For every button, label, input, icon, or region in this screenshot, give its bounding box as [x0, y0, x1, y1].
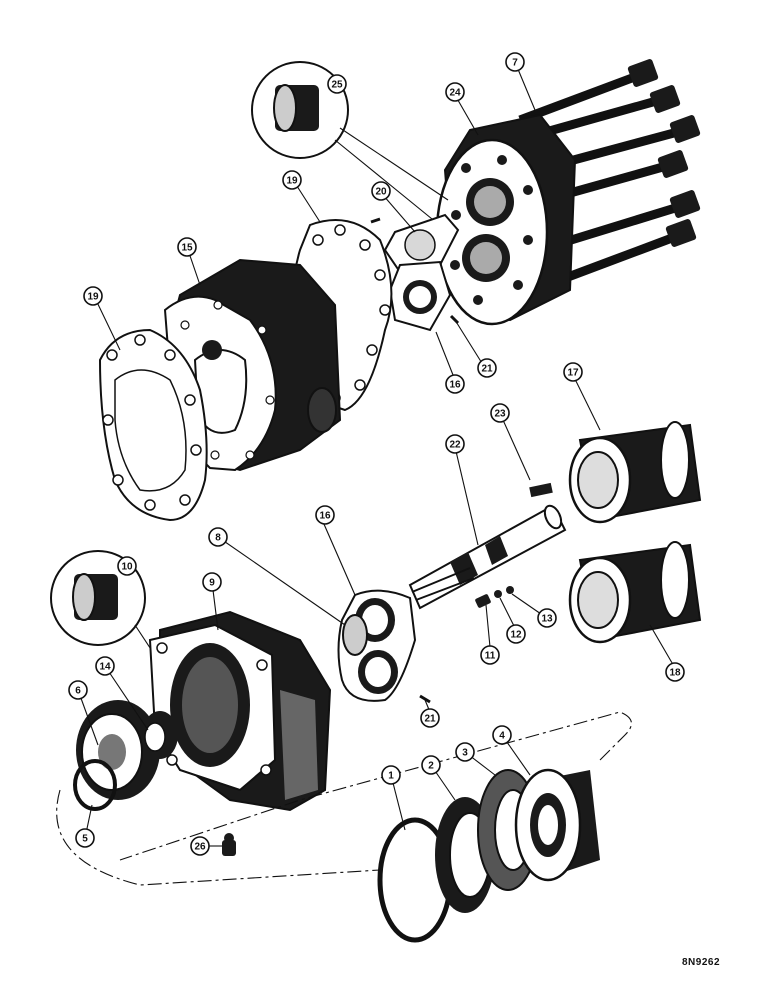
callout-7: 7: [505, 52, 525, 72]
callout-20: 20: [371, 181, 391, 201]
callout-12: 12: [506, 624, 526, 644]
svg-text:10: 10: [121, 562, 133, 573]
callout-17: 17: [563, 362, 583, 382]
callout-24: 24: [445, 82, 465, 102]
svg-text:2: 2: [428, 761, 434, 772]
callout-2: 2: [421, 755, 441, 775]
center-housing-15: [163, 258, 342, 472]
ring-5: [73, 759, 117, 811]
svg-text:14: 14: [99, 662, 111, 673]
svg-text:23: 23: [494, 409, 506, 420]
drawing-number: 8N9262: [682, 957, 721, 968]
svg-text:21: 21: [481, 364, 493, 375]
svg-text:20: 20: [375, 187, 387, 198]
svg-text:9: 9: [209, 578, 215, 589]
callout-8: 8: [208, 527, 228, 547]
bearing-10-inset: [50, 550, 159, 661]
assembly-group-line: [56, 711, 632, 886]
svg-text:19: 19: [87, 292, 99, 303]
wear-plate-16-upper: [388, 260, 460, 332]
bearing-25-inset: [251, 61, 449, 233]
svg-text:26: 26: [194, 842, 206, 853]
pins-11-12-13: [475, 586, 514, 608]
callout-5: 5: [75, 828, 95, 848]
seal-6: [76, 700, 160, 800]
svg-text:18: 18: [669, 668, 681, 679]
wear-plate-16-lower: [337, 589, 431, 704]
svg-text:21: 21: [424, 714, 436, 725]
callout-23: 23: [490, 403, 510, 423]
callout-25: 25: [327, 74, 347, 94]
spacer-14: [142, 711, 178, 759]
svg-text:13: 13: [541, 614, 553, 625]
callout-11: 11: [480, 645, 500, 665]
svg-text:4: 4: [499, 731, 505, 742]
svg-text:15: 15: [181, 243, 193, 254]
bolts-7: [518, 59, 701, 285]
callout-4: 4: [492, 725, 512, 745]
callout-15: 15: [177, 237, 197, 257]
shaft-22: [408, 504, 567, 610]
key-23: [502, 419, 553, 498]
gear-18: [568, 541, 702, 644]
callout-1: 1: [381, 765, 401, 785]
svg-text:22: 22: [449, 440, 461, 451]
wear-plate-20: [370, 213, 460, 277]
svg-text:19: 19: [286, 176, 298, 187]
svg-text:11: 11: [485, 651, 496, 662]
gasket-19-left: [98, 328, 208, 522]
rear-cover-24: [435, 113, 577, 326]
svg-text:1: 1: [388, 771, 394, 782]
svg-text:24: 24: [449, 88, 461, 99]
callout-22: 22: [445, 434, 465, 454]
svg-text:16: 16: [449, 380, 461, 391]
svg-text:17: 17: [567, 368, 579, 379]
callout-16-upper: 16: [445, 374, 465, 394]
callout-18: 18: [665, 662, 685, 682]
svg-text:7: 7: [512, 58, 518, 69]
callout-14: 14: [95, 656, 115, 676]
svg-text:16: 16: [319, 511, 331, 522]
svg-text:5: 5: [82, 834, 88, 845]
gear-17: [568, 421, 702, 524]
callout-21-upper: 21: [477, 358, 497, 378]
bearing-4: [514, 768, 600, 882]
svg-text:25: 25: [331, 80, 343, 91]
callout-21-lower: 21: [420, 708, 440, 728]
callout-6: 6: [68, 680, 88, 700]
fitting-26: [222, 833, 236, 856]
svg-text:6: 6: [75, 686, 81, 697]
callout-3: 3: [455, 742, 475, 762]
callout-10: 10: [117, 556, 137, 576]
svg-text:3: 3: [462, 748, 468, 759]
callout-19-left: 19: [83, 286, 103, 306]
front-housing-9: [148, 610, 332, 812]
callout-16-lower: 16: [315, 505, 335, 525]
callout-13: 13: [537, 608, 557, 628]
callout-26: 26: [190, 836, 210, 856]
svg-text:12: 12: [510, 630, 522, 641]
callout-19-right: 19: [282, 170, 302, 190]
callout-9: 9: [202, 572, 222, 592]
svg-text:8: 8: [215, 533, 221, 544]
